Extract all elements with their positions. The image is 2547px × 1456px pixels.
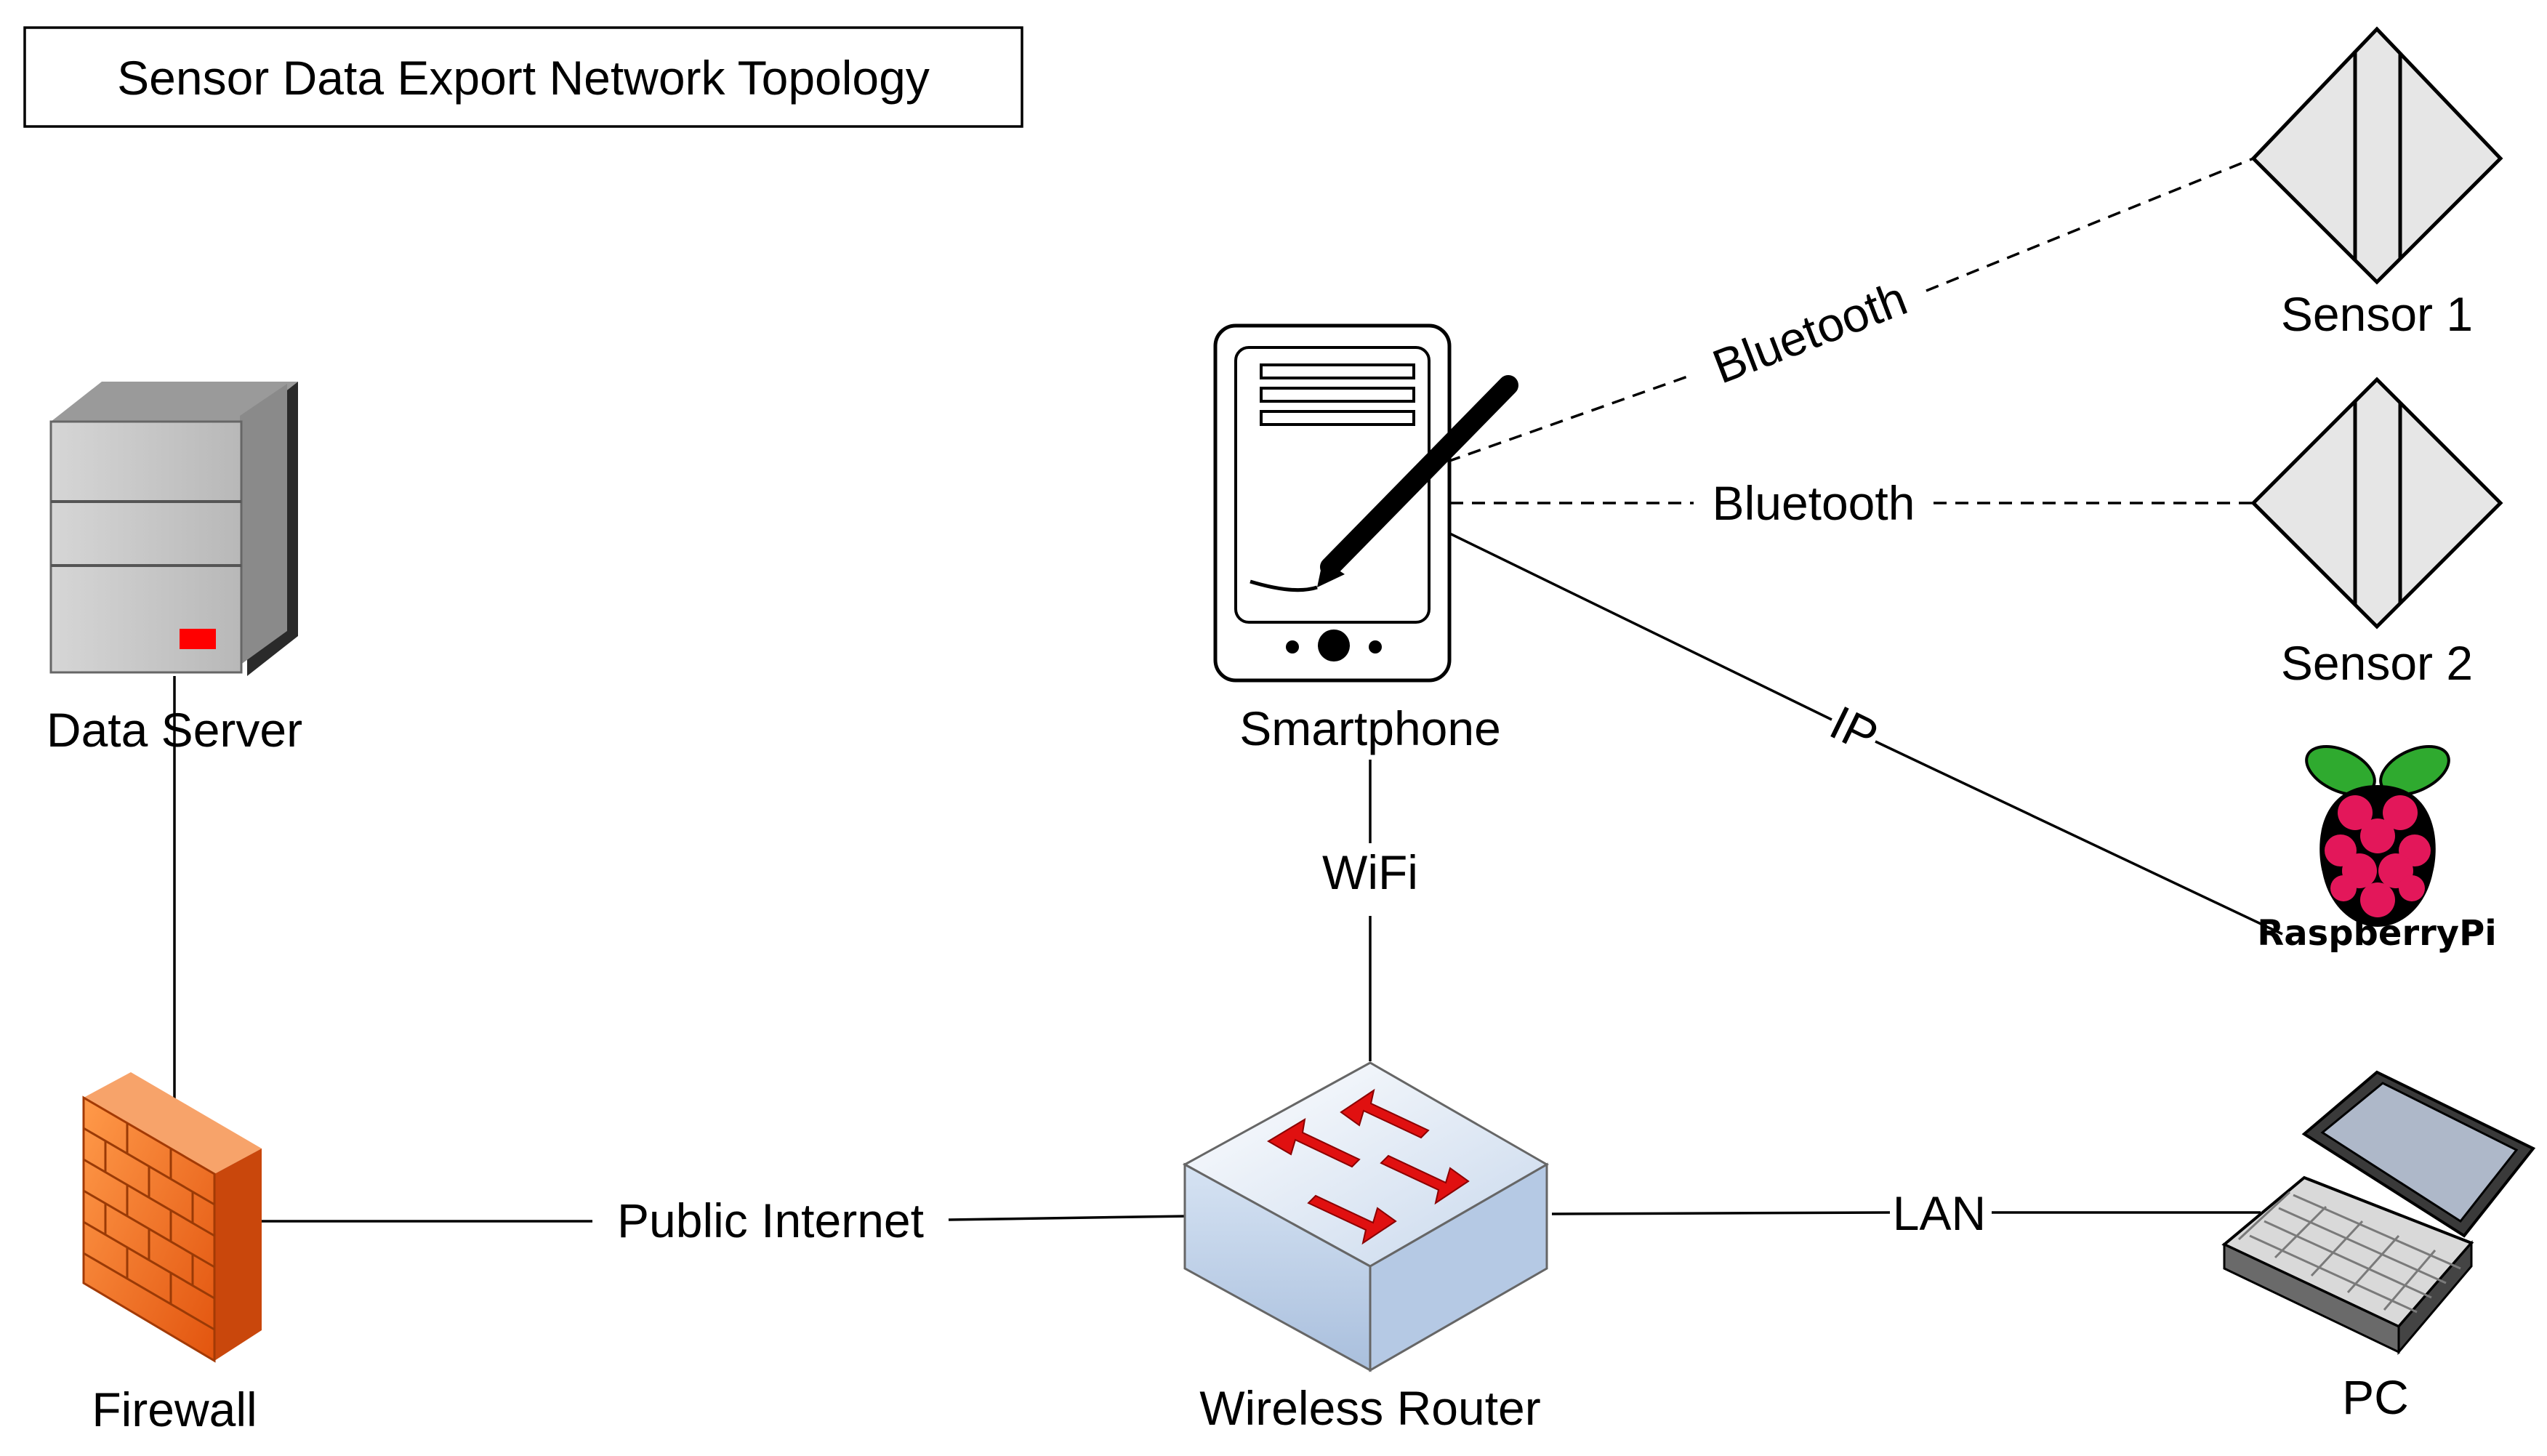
node-sensor1: Sensor 1 <box>2250 26 2503 341</box>
label-wireless-router: Wireless Router <box>1199 1381 1540 1435</box>
edge-label-wifi: WiFi <box>1322 845 1418 899</box>
sensor-icon <box>2250 26 2503 285</box>
stylus-icon <box>1250 375 1518 592</box>
label-data-server: Data Server <box>47 703 302 757</box>
server-indicator-light <box>180 629 216 649</box>
label-sensor2: Sensor 2 <box>2281 636 2473 690</box>
label-smartphone: Smartphone <box>1239 701 1501 755</box>
edge-label-bluetooth1: Bluetooth <box>1705 271 1914 394</box>
sensor-icon <box>2250 377 2503 630</box>
title-box: Sensor Data Export Network Topology <box>23 26 1023 128</box>
edges-layer <box>173 157 2283 1223</box>
edge-ip-line-bottom <box>1875 740 2283 936</box>
label-sensor1: Sensor 1 <box>2281 287 2473 341</box>
node-raspberry-pi: RaspberryPi <box>2257 744 2497 954</box>
diagram-title: Sensor Data Export Network Topology <box>117 51 930 105</box>
router-arrows <box>1267 1088 1470 1245</box>
node-wireless-router: Wireless Router <box>1182 1061 1550 1435</box>
edge-label-bluetooth2: Bluetooth <box>1713 476 1915 530</box>
node-firewall: Firewall <box>82 1072 262 1436</box>
edge-bluetooth1-line-left <box>1406 373 1694 478</box>
label-raspberry-pi: RaspberryPi <box>2257 913 2496 954</box>
laptop-icon <box>2221 1070 2536 1356</box>
edge-label-public-internet: Public Internet <box>617 1194 924 1247</box>
edge-label-lan: LAN <box>1893 1186 1986 1240</box>
node-data-server: Data Server <box>47 382 302 757</box>
firewall-icon <box>82 1072 262 1363</box>
label-pc: PC <box>2342 1370 2409 1424</box>
label-firewall: Firewall <box>92 1383 257 1436</box>
raspberry-pi-logo <box>2305 744 2450 927</box>
router-icon <box>1182 1061 1550 1372</box>
edge-lan-line-left <box>1551 1211 1891 1215</box>
smartphone-icon <box>1213 323 1518 683</box>
node-pc: PC <box>2221 1070 2536 1424</box>
edge-ip-line-top <box>1399 507 1832 721</box>
node-smartphone: Smartphone <box>1213 323 1518 755</box>
edge-label-ip: IP <box>1822 695 1886 763</box>
edge-public-internet-line-right <box>948 1215 1189 1221</box>
edge-bluetooth1-line-right <box>1926 157 2254 292</box>
node-sensor2: Sensor 2 <box>2250 377 2503 690</box>
server-icon <box>49 382 298 676</box>
